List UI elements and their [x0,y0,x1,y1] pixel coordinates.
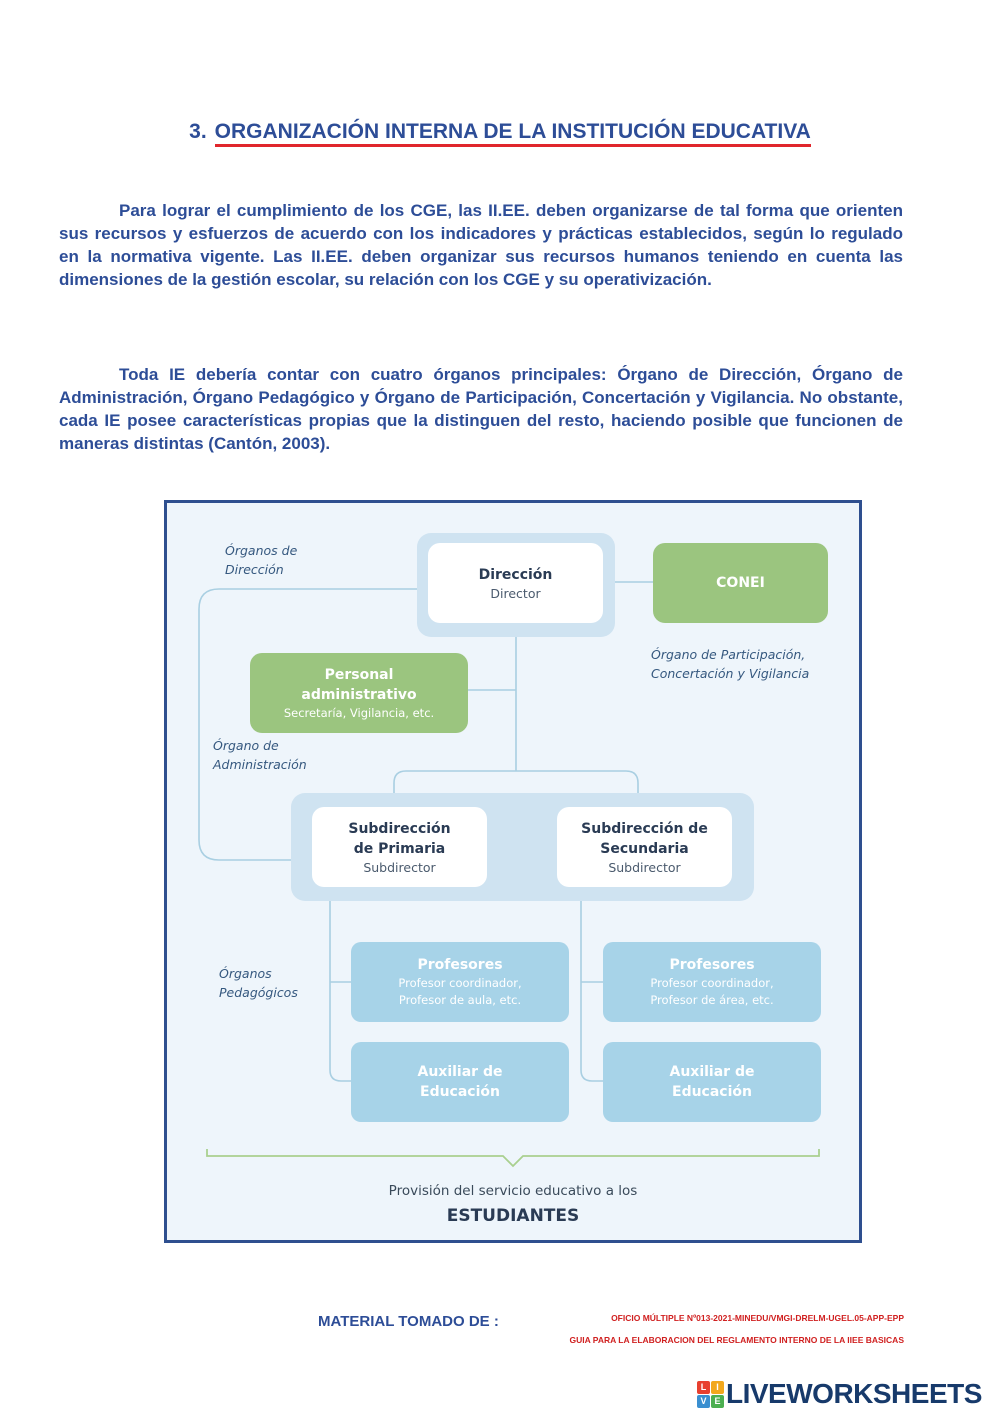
personal-title-line1: Personal [324,667,394,683]
source-label: MATERIAL TOMADO DE : [318,1313,499,1330]
auxiliar-primaria-box: Auxiliar de Educación [351,1042,569,1122]
sub-primaria-sub: Subdirector [363,859,436,875]
conei-title: CONEI [716,575,765,591]
org-chart: Órganos de Dirección Órgano de Participa… [164,500,862,1243]
prof-secundaria-title: Profesores [669,957,755,973]
logo-mark-v: V [697,1394,710,1408]
sub-secundaria-title-line2: Secundaria [600,840,689,857]
subdireccion-secundaria-box: Subdirección de Secundaria Subdirector [557,807,732,887]
profesores-primaria-box: Profesores Profesor coordinador, Profeso… [351,942,569,1022]
paragraph-1: Para lograr el cumplimiento de los CGE, … [59,201,903,289]
section-number: 3. [189,120,207,143]
diagram-footer-line1: Provisión del servicio educativo a los [388,1183,638,1199]
paragraph-2: Toda IE debería contar con cuatro órgano… [59,365,903,453]
org-chart-connectors [198,581,820,1168]
prof-secundaria-sub-line1: Profesor coordinador, [650,976,774,990]
sub-primaria-title-line1: Subdirección [348,820,451,837]
source-line-2: GUIA PARA LA ELABORACION DEL REGLAMENTO … [569,1335,904,1345]
sub-secundaria-title-line1: Subdirección de [581,820,708,837]
liveworksheets-logo-icon: L I V E [697,1380,724,1408]
diagram-footer-line2: ESTUDIANTES [446,1206,580,1226]
label-organos-pedagogicos: Órganos Pedagógicos [219,966,298,1000]
profesores-secundaria-box: Profesores Profesor coordinador, Profeso… [603,942,821,1022]
prof-secundaria-sub-line2: Profesor de área, etc. [650,993,774,1007]
prof-primaria-title: Profesores [417,957,503,973]
prof-primaria-sub-line2: Profesor de aula, etc. [398,993,522,1007]
label-organo-administracion: Órgano de Administración [213,738,307,772]
aux-primaria-title-line1: Auxiliar de [417,1064,503,1080]
subdireccion-primaria-box: Subdirección de Primaria Subdirector [312,807,487,887]
section-title: ORGANIZACIÓN INTERNA DE LA INSTITUCIÓN E… [214,120,811,147]
personal-sub: Secretaría, Vigilancia, etc. [283,706,435,720]
logo-mark-l: L [697,1380,710,1394]
label-organos-direccion: Órganos de Dirección [225,543,298,577]
direccion-box: Dirección Director [428,543,603,623]
aux-secundaria-title-line1: Auxiliar de [669,1064,755,1080]
label-organo-participacion: Órgano de Participación, Concertación y … [651,647,810,681]
source-line-1: OFICIO MÚLTIPLE Nº013-2021-MINEDU/VMGI-D… [611,1313,904,1323]
personal-title-line2: administrativo [301,687,417,703]
personal-administrativo-box: Personal administrativo Secretaría, Vigi… [250,653,468,733]
liveworksheets-logo-text: LIVEWORKSHEETS [726,1378,982,1409]
direccion-sub: Director [490,585,541,601]
aux-secundaria-title-line2: Educación [672,1084,752,1100]
direccion-title: Dirección [478,566,553,583]
liveworksheets-logo: L I V E LIVEWORKSHEETS [697,1378,982,1410]
aux-primaria-title-line2: Educación [420,1084,500,1100]
prof-primaria-sub-line1: Profesor coordinador, [398,976,522,990]
auxiliar-secundaria-box: Auxiliar de Educación [603,1042,821,1122]
sub-primaria-title-line2: de Primaria [353,840,446,857]
conei-box: CONEI [653,543,828,623]
logo-mark-i: I [711,1380,724,1394]
sub-secundaria-sub: Subdirector [608,859,681,875]
section-heading: 3. ORGANIZACIÓN INTERNA DE LA INSTITUCIÓN… [0,120,1000,147]
logo-mark-e: E [711,1394,724,1408]
